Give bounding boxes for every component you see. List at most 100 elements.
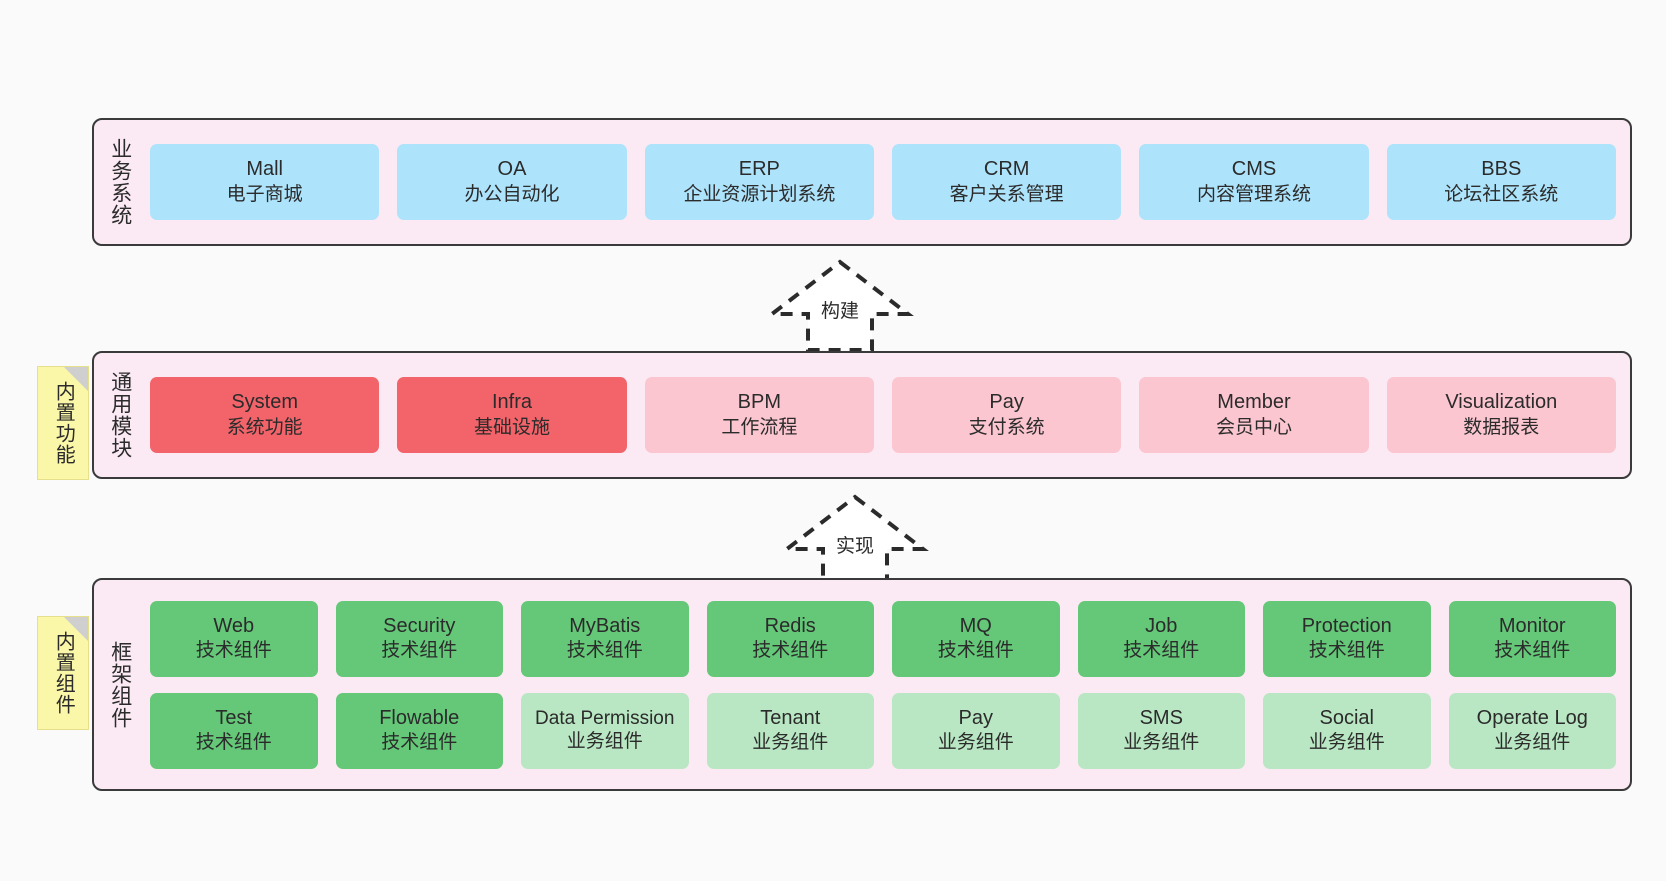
card-security-title: Security — [383, 614, 456, 637]
common-row: System 系统功能 Infra 基础设施 BPM 工作流程 Pay 支付系统… — [150, 377, 1616, 453]
card-tenant-subtitle: 业务组件 — [752, 732, 829, 754]
card-mq-subtitle: 技术组件 — [937, 640, 1014, 662]
card-mybatis-title: MyBatis — [569, 614, 641, 637]
note-builtin-components-label: 内置组件 — [52, 631, 75, 715]
card-test[interactable]: Test 技术组件 — [150, 692, 318, 769]
card-visualization-subtitle: 数据报表 — [1463, 416, 1540, 438]
card-job[interactable]: Job 技术组件 — [1077, 600, 1245, 677]
arrow-implement-label: 实现 — [835, 536, 874, 557]
card-mall-subtitle: 电子商城 — [226, 183, 303, 205]
card-oa-subtitle: 办公自动化 — [464, 183, 560, 205]
layer-common-modules: 通用模块 System 系统功能 Infra 基础设施 BPM 工作流程 Pay — [92, 351, 1632, 479]
card-erp-subtitle: 企业资源计划系统 — [683, 183, 836, 205]
layer-common-title: 通用模块 — [108, 371, 132, 459]
card-pay-module[interactable]: Pay 支付系统 — [891, 377, 1122, 453]
card-web-title: Web — [213, 614, 255, 637]
layer-framework-components: 框架组件 Web 技术组件 Security 技术组件 MyBatis 技术组件… — [92, 578, 1632, 791]
card-data-permission-subtitle: 业务组件 — [566, 730, 643, 752]
card-erp[interactable]: ERP 企业资源计划系统 — [644, 144, 874, 220]
card-job-title: Job — [1145, 614, 1178, 637]
note-builtin-components: 内置组件 — [37, 616, 89, 730]
card-tenant-title: Tenant — [760, 706, 821, 729]
arrow-build-label: 构建 — [820, 301, 859, 322]
arrow-build: 构建 — [760, 258, 920, 353]
card-job-subtitle: 技术组件 — [1123, 640, 1200, 662]
card-bbs[interactable]: BBS 论坛社区系统 — [1386, 144, 1616, 220]
card-mq-title: MQ — [959, 614, 992, 637]
card-protection-title: Protection — [1301, 614, 1392, 637]
card-redis[interactable]: Redis 技术组件 — [706, 600, 874, 677]
card-pay-component[interactable]: Pay 业务组件 — [892, 692, 1060, 769]
arrow-implement-glyph — [781, 494, 929, 587]
card-redis-subtitle: 技术组件 — [752, 640, 829, 662]
card-cms-subtitle: 内容管理系统 — [1196, 183, 1311, 205]
card-pay-component-subtitle: 业务组件 — [937, 732, 1014, 754]
card-pay-module-subtitle: 支付系统 — [968, 416, 1045, 438]
card-pay-component-title: Pay — [958, 706, 993, 729]
card-protection[interactable]: Protection 技术组件 — [1263, 600, 1431, 677]
card-mybatis-subtitle: 技术组件 — [566, 640, 643, 662]
card-web[interactable]: Web 技术组件 — [150, 600, 318, 677]
layer-business-title: 业务系统 — [108, 138, 132, 226]
card-mybatis[interactable]: MyBatis 技术组件 — [521, 600, 689, 677]
card-web-subtitle: 技术组件 — [195, 640, 272, 662]
card-operate-log-subtitle: 业务组件 — [1494, 732, 1571, 754]
card-bpm-subtitle: 工作流程 — [721, 416, 798, 438]
card-bpm[interactable]: BPM 工作流程 — [644, 377, 874, 453]
layer-common-body: System 系统功能 Infra 基础设施 BPM 工作流程 Pay 支付系统… — [146, 353, 1630, 477]
card-member-title: Member — [1217, 391, 1291, 414]
card-mall-title: Mall — [246, 158, 283, 181]
layer-business-systems: 业务系统 Mall 电子商城 OA 办公自动化 ERP 企业资源计划系统 CRM — [92, 118, 1632, 246]
card-monitor-title: Monitor — [1498, 614, 1566, 637]
card-operate-log[interactable]: Operate Log 业务组件 — [1448, 692, 1616, 769]
card-infra-subtitle: 基础设施 — [473, 416, 550, 438]
card-mall[interactable]: Mall 电子商城 — [150, 144, 380, 220]
card-data-permission[interactable]: Data Permission 业务组件 — [521, 692, 689, 769]
card-monitor[interactable]: Monitor 技术组件 — [1448, 600, 1616, 677]
card-crm-title: CRM — [983, 158, 1030, 181]
card-erp-title: ERP — [738, 158, 780, 181]
card-member-subtitle: 会员中心 — [1215, 416, 1292, 438]
card-mq[interactable]: MQ 技术组件 — [892, 600, 1060, 677]
note-builtin-functions-label: 内置功能 — [52, 381, 75, 465]
card-sms-title: SMS — [1139, 706, 1183, 729]
card-infra-title: Infra — [491, 391, 532, 414]
card-test-subtitle: 技术组件 — [195, 732, 272, 754]
card-visualization[interactable]: Visualization 数据报表 — [1386, 377, 1616, 453]
card-flowable-subtitle: 技术组件 — [381, 732, 458, 754]
card-monitor-subtitle: 技术组件 — [1494, 640, 1571, 662]
card-test-title: Test — [215, 706, 253, 729]
card-oa[interactable]: OA 办公自动化 — [397, 144, 627, 220]
card-social[interactable]: Social 业务组件 — [1263, 692, 1431, 769]
card-system-subtitle: 系统功能 — [226, 416, 303, 438]
card-member[interactable]: Member 会员中心 — [1139, 377, 1369, 453]
card-social-title: Social — [1319, 706, 1374, 729]
card-flowable[interactable]: Flowable 技术组件 — [335, 692, 503, 769]
card-tenant[interactable]: Tenant 业务组件 — [706, 692, 874, 769]
card-social-subtitle: 业务组件 — [1308, 732, 1385, 754]
card-sms[interactable]: SMS 业务组件 — [1077, 692, 1245, 769]
layer-framework-body: Web 技术组件 Security 技术组件 MyBatis 技术组件 Redi… — [146, 580, 1630, 789]
card-system-title: System — [231, 391, 298, 414]
card-data-permission-title: Data Permission — [535, 707, 675, 729]
card-system[interactable]: System 系统功能 — [150, 377, 380, 453]
card-operate-log-title: Operate Log — [1476, 706, 1588, 729]
card-crm[interactable]: CRM 客户关系管理 — [891, 144, 1122, 220]
card-security-subtitle: 技术组件 — [381, 640, 458, 662]
card-flowable-title: Flowable — [379, 706, 460, 729]
card-visualization-title: Visualization — [1445, 391, 1558, 414]
card-security[interactable]: Security 技术组件 — [335, 600, 503, 677]
layer-framework-title: 框架组件 — [108, 640, 132, 729]
card-infra[interactable]: Infra 基础设施 — [397, 377, 627, 453]
card-sms-subtitle: 业务组件 — [1123, 732, 1200, 754]
card-oa-title: OA — [497, 158, 527, 181]
card-redis-title: Redis — [764, 614, 816, 637]
layer-business-body: Mall 电子商城 OA 办公自动化 ERP 企业资源计划系统 CRM 客户关系… — [146, 120, 1630, 244]
card-cms[interactable]: CMS 内容管理系统 — [1139, 144, 1369, 220]
card-pay-module-title: Pay — [989, 391, 1024, 414]
card-bbs-title: BBS — [1481, 158, 1522, 181]
note-builtin-functions: 内置功能 — [37, 366, 89, 480]
business-row: Mall 电子商城 OA 办公自动化 ERP 企业资源计划系统 CRM 客户关系… — [150, 144, 1616, 220]
framework-row-1: Web 技术组件 Security 技术组件 MyBatis 技术组件 Redi… — [150, 600, 1616, 677]
